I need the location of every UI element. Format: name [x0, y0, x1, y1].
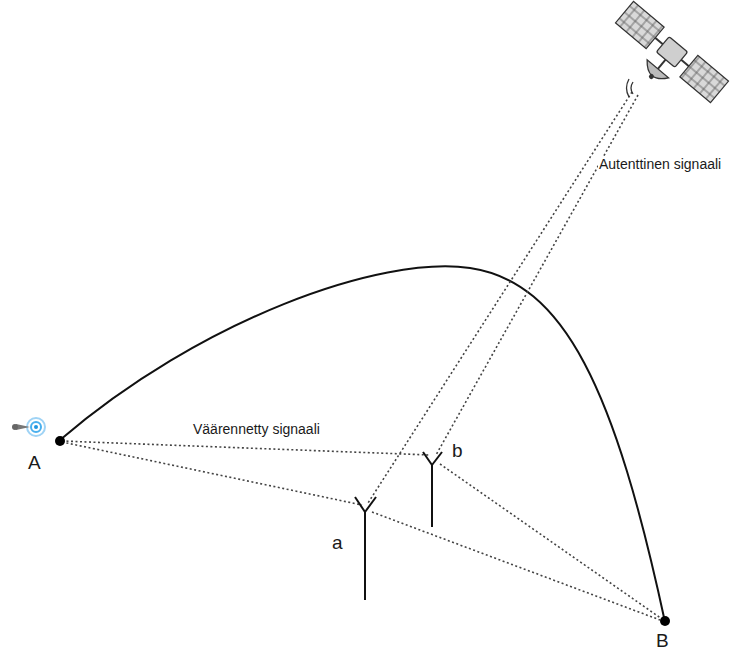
trajectory-curve [60, 266, 665, 622]
spoofer-transmitter [12, 418, 45, 436]
signal-label: Väärennetty signaali [192, 421, 321, 437]
antenna-b [423, 452, 442, 527]
point-label: B [656, 630, 669, 652]
point-a [55, 436, 65, 446]
antenna-label: a [332, 532, 343, 554]
satellite-emission [627, 79, 634, 97]
point-label: A [28, 452, 41, 474]
point-b [660, 616, 670, 626]
spoofed-signal-lines [62, 441, 662, 620]
antenna-label: b [452, 440, 463, 462]
signal-label: Autenttinen signaali [598, 156, 722, 172]
authentic-signal-lines [368, 92, 638, 503]
satellite [602, 1, 728, 118]
antenna-a [355, 497, 376, 600]
